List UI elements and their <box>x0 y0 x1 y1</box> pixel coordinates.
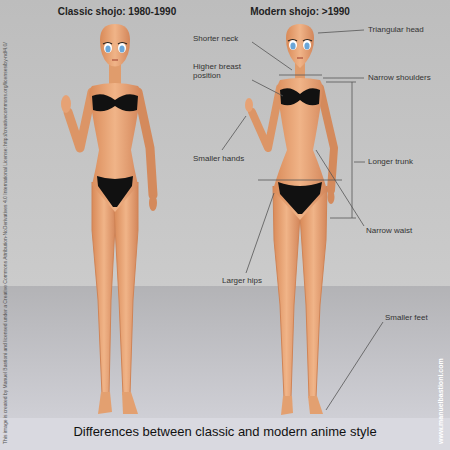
briefs <box>278 182 322 214</box>
raised-arm <box>252 88 280 148</box>
head <box>286 24 314 68</box>
leader-line <box>252 42 292 70</box>
leg <box>273 186 300 398</box>
dimension-line <box>352 82 353 218</box>
callout-label: Smaller hands <box>193 154 244 163</box>
column-heading: Modern shojo: >1990 <box>250 6 350 18</box>
foot <box>281 396 293 415</box>
callout-label: Narrow shoulders <box>368 73 431 82</box>
watermark: www.manuelbastioni.com <box>437 358 445 444</box>
caption: Differences between classic and modern a… <box>73 425 376 440</box>
license-note: This image is created by Manuel Bastioni… <box>3 42 9 444</box>
briefs <box>97 176 133 207</box>
dimension-tick <box>326 82 356 83</box>
hand <box>61 95 71 113</box>
mouth <box>297 58 303 59</box>
eye <box>303 40 311 50</box>
modern-figure <box>245 24 335 415</box>
classic-figure <box>61 24 157 414</box>
eye <box>118 43 126 53</box>
hand <box>328 190 335 204</box>
foot <box>98 392 112 414</box>
eyelid <box>288 40 312 42</box>
torso <box>273 78 327 220</box>
leg <box>114 182 138 395</box>
leader-line <box>222 116 246 150</box>
wall <box>0 0 450 286</box>
iris <box>290 42 295 49</box>
mouth <box>112 60 118 61</box>
callout-label: Longer trunk <box>368 157 413 166</box>
head <box>100 24 130 67</box>
leader-lines <box>222 30 383 410</box>
leader-line <box>354 162 365 163</box>
leader-line <box>326 322 383 410</box>
caption-band <box>0 418 450 450</box>
callout-label: Narrow waist <box>366 226 412 235</box>
callout-label: Higher breast position <box>193 62 257 80</box>
bra <box>92 94 138 111</box>
hand <box>245 98 253 112</box>
dimension-line <box>258 180 342 181</box>
eye <box>289 40 297 50</box>
leg <box>92 182 116 395</box>
callout-label: Smaller feet <box>385 313 428 322</box>
torso <box>89 83 140 212</box>
hand <box>149 195 157 211</box>
dimension-tick <box>330 218 356 219</box>
column-heading: Classic shojo: 1980-1990 <box>58 6 176 18</box>
iris <box>119 45 124 52</box>
leader-line <box>246 193 274 273</box>
raised-arm <box>68 92 92 148</box>
floor <box>0 286 450 450</box>
leader-line <box>252 80 283 96</box>
foot <box>308 396 323 414</box>
leg <box>300 186 327 398</box>
iris <box>304 42 309 49</box>
hanging-arm <box>138 92 153 195</box>
callout-label: Triangular head <box>368 25 424 34</box>
iris <box>105 45 110 52</box>
foot <box>122 392 138 414</box>
callout-label: Larger hips <box>222 276 262 285</box>
bra <box>280 88 320 105</box>
leader-line <box>323 78 364 79</box>
dimension-line <box>279 75 322 76</box>
eyelid <box>103 43 127 45</box>
eye <box>104 43 112 53</box>
leader-line <box>318 30 364 33</box>
leader-line <box>316 150 364 226</box>
callout-label: Shorter neck <box>193 34 238 43</box>
